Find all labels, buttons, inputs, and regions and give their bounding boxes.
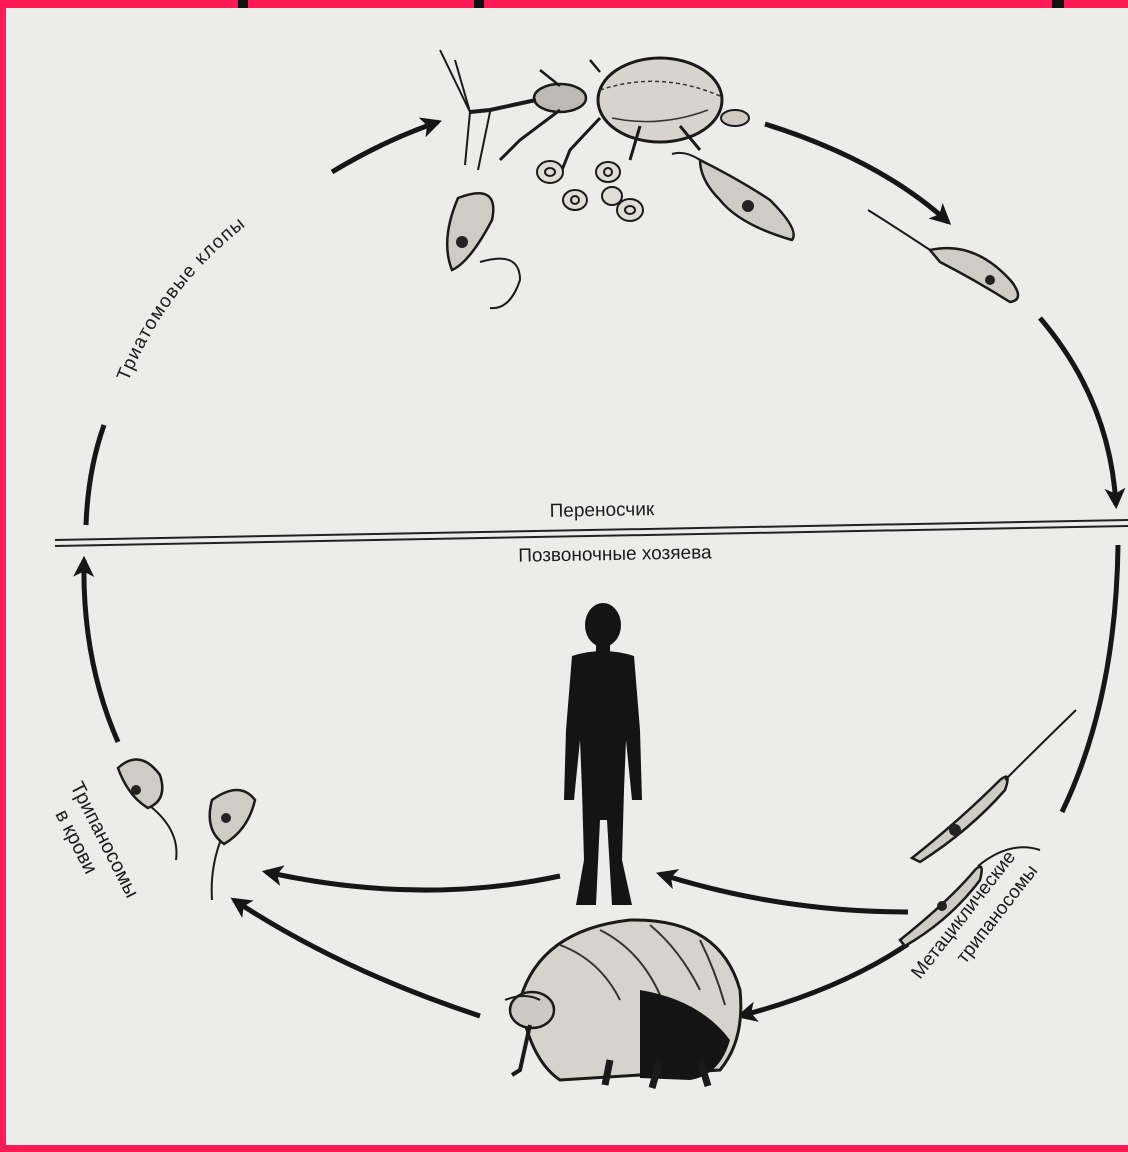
trypanosome-icon — [118, 759, 176, 860]
arrow-metacyclic-to-armadillo — [740, 944, 908, 1016]
vector-label: Переносчик — [549, 499, 655, 522]
armadillo-icon — [505, 920, 741, 1088]
vertebrate-hosts-label: Позвоночные хозяева — [518, 542, 712, 566]
arrow-divider-to-bugs-label — [86, 425, 104, 525]
vector-host-divider — [55, 520, 1128, 546]
arrow-divider-to-metacyclic — [1062, 545, 1118, 812]
trypanosome-icon — [210, 790, 255, 900]
arrow-bug-to-gut — [765, 124, 948, 222]
arrow-metacyclic-to-human — [660, 874, 908, 912]
triatomine-bugs-label: Триатомовые клопы — [113, 213, 250, 384]
trypanosome-icon — [672, 153, 794, 240]
arrow-blood-to-divider — [84, 560, 118, 742]
blood-trypanosomes-label: Трипаносомы в крови — [42, 778, 142, 913]
red-blood-cell-icon — [537, 161, 643, 221]
trypanosome-icon — [447, 193, 520, 308]
arrow-gut-to-divider — [1040, 318, 1116, 505]
triatomine-bug-icon — [440, 50, 749, 175]
trypanosome-icon — [912, 710, 1076, 862]
arrow-to-bug — [332, 122, 438, 172]
arrow-armadillo-to-blood — [234, 900, 480, 1016]
arrow-human-to-blood — [266, 872, 560, 890]
trypanosome-icon — [868, 210, 1018, 302]
human-silhouette-icon — [564, 603, 642, 905]
